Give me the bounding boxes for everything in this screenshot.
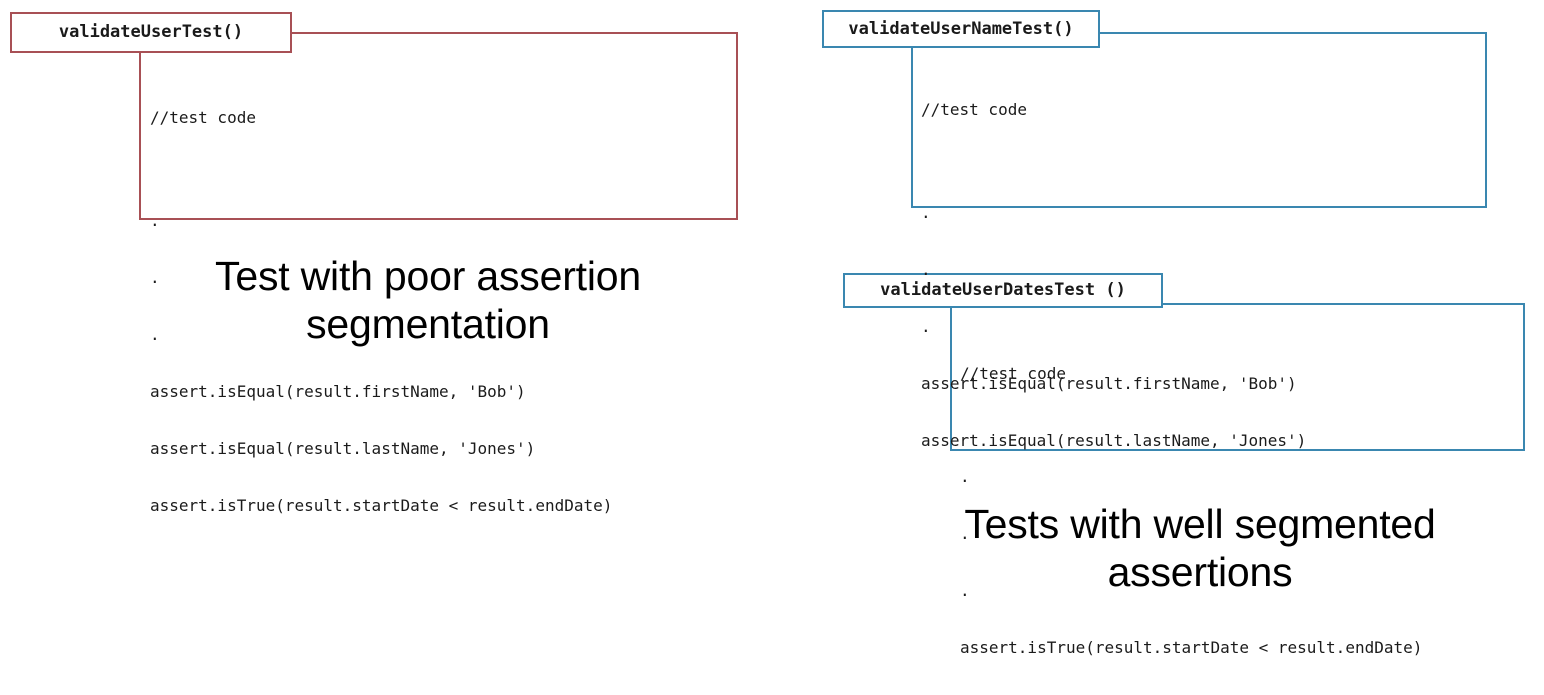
code-line: . xyxy=(960,581,970,600)
code-line: //test code xyxy=(921,100,1027,119)
code-line: //test code xyxy=(960,364,1066,383)
caption-left: Test with poor assertion segmentation xyxy=(128,252,728,349)
code-body-validate-user-name-test xyxy=(911,32,1487,208)
code-line: assert.isEqual(result.lastName, 'Jones') xyxy=(150,439,536,458)
code-line: . xyxy=(150,325,160,344)
code-line: . xyxy=(150,268,160,287)
code-spacer xyxy=(921,157,1306,165)
code-body-validate-user-test xyxy=(139,32,738,220)
code-line: assert.isEqual(result.firstName, 'Bob') xyxy=(921,374,1297,393)
code-line: assert.isTrue(result.startDate < result.… xyxy=(960,638,1423,657)
code-line: . xyxy=(960,524,970,543)
code-line: //test code xyxy=(150,108,256,127)
code-line: . xyxy=(921,203,931,222)
caption-right-line2: assertions xyxy=(1107,549,1293,596)
code-spacer xyxy=(150,165,612,173)
code-text-validate-user-test: //test code . . . assert.isEqual(result.… xyxy=(150,70,612,553)
code-text-validate-user-dates-test: //test code . . . assert.isTrue(result.s… xyxy=(960,326,1422,695)
caption-left-line1: Test with poor assertion xyxy=(215,253,641,299)
method-tab-validate-user-dates-test[interactable]: validateUserDatesTest () xyxy=(843,273,1163,308)
code-line: assert.isEqual(result.lastName, 'Jones') xyxy=(921,431,1307,450)
diagram-canvas: validateUserTest() //test code . . . ass… xyxy=(10,10,1525,657)
caption-right-line1: Tests with well segmented xyxy=(964,501,1436,547)
code-spacer xyxy=(960,421,1422,429)
code-body-validate-user-dates-test xyxy=(950,303,1525,451)
caption-right: Tests with well segmented assertions xyxy=(890,500,1510,597)
method-tab-validate-user-name-test[interactable]: validateUserNameTest() xyxy=(822,10,1100,48)
code-text-validate-user-name-test: //test code . . . assert.isEqual(result.… xyxy=(921,62,1306,488)
method-tab-label: validateUserTest() xyxy=(58,22,244,42)
code-line: assert.isTrue(result.startDate < result.… xyxy=(150,496,613,515)
method-tab-label: validateUserDatesTest () xyxy=(880,280,1126,300)
code-line: . xyxy=(960,467,970,486)
code-line: . xyxy=(921,260,931,279)
code-line: . xyxy=(921,317,931,336)
method-tab-label: validateUserNameTest() xyxy=(848,18,1074,39)
method-tab-validate-user-test[interactable]: validateUserTest() xyxy=(10,12,292,53)
code-line: assert.isEqual(result.firstName, 'Bob') xyxy=(150,382,526,401)
code-line: . xyxy=(150,211,160,230)
caption-left-line2: segmentation xyxy=(306,301,550,348)
